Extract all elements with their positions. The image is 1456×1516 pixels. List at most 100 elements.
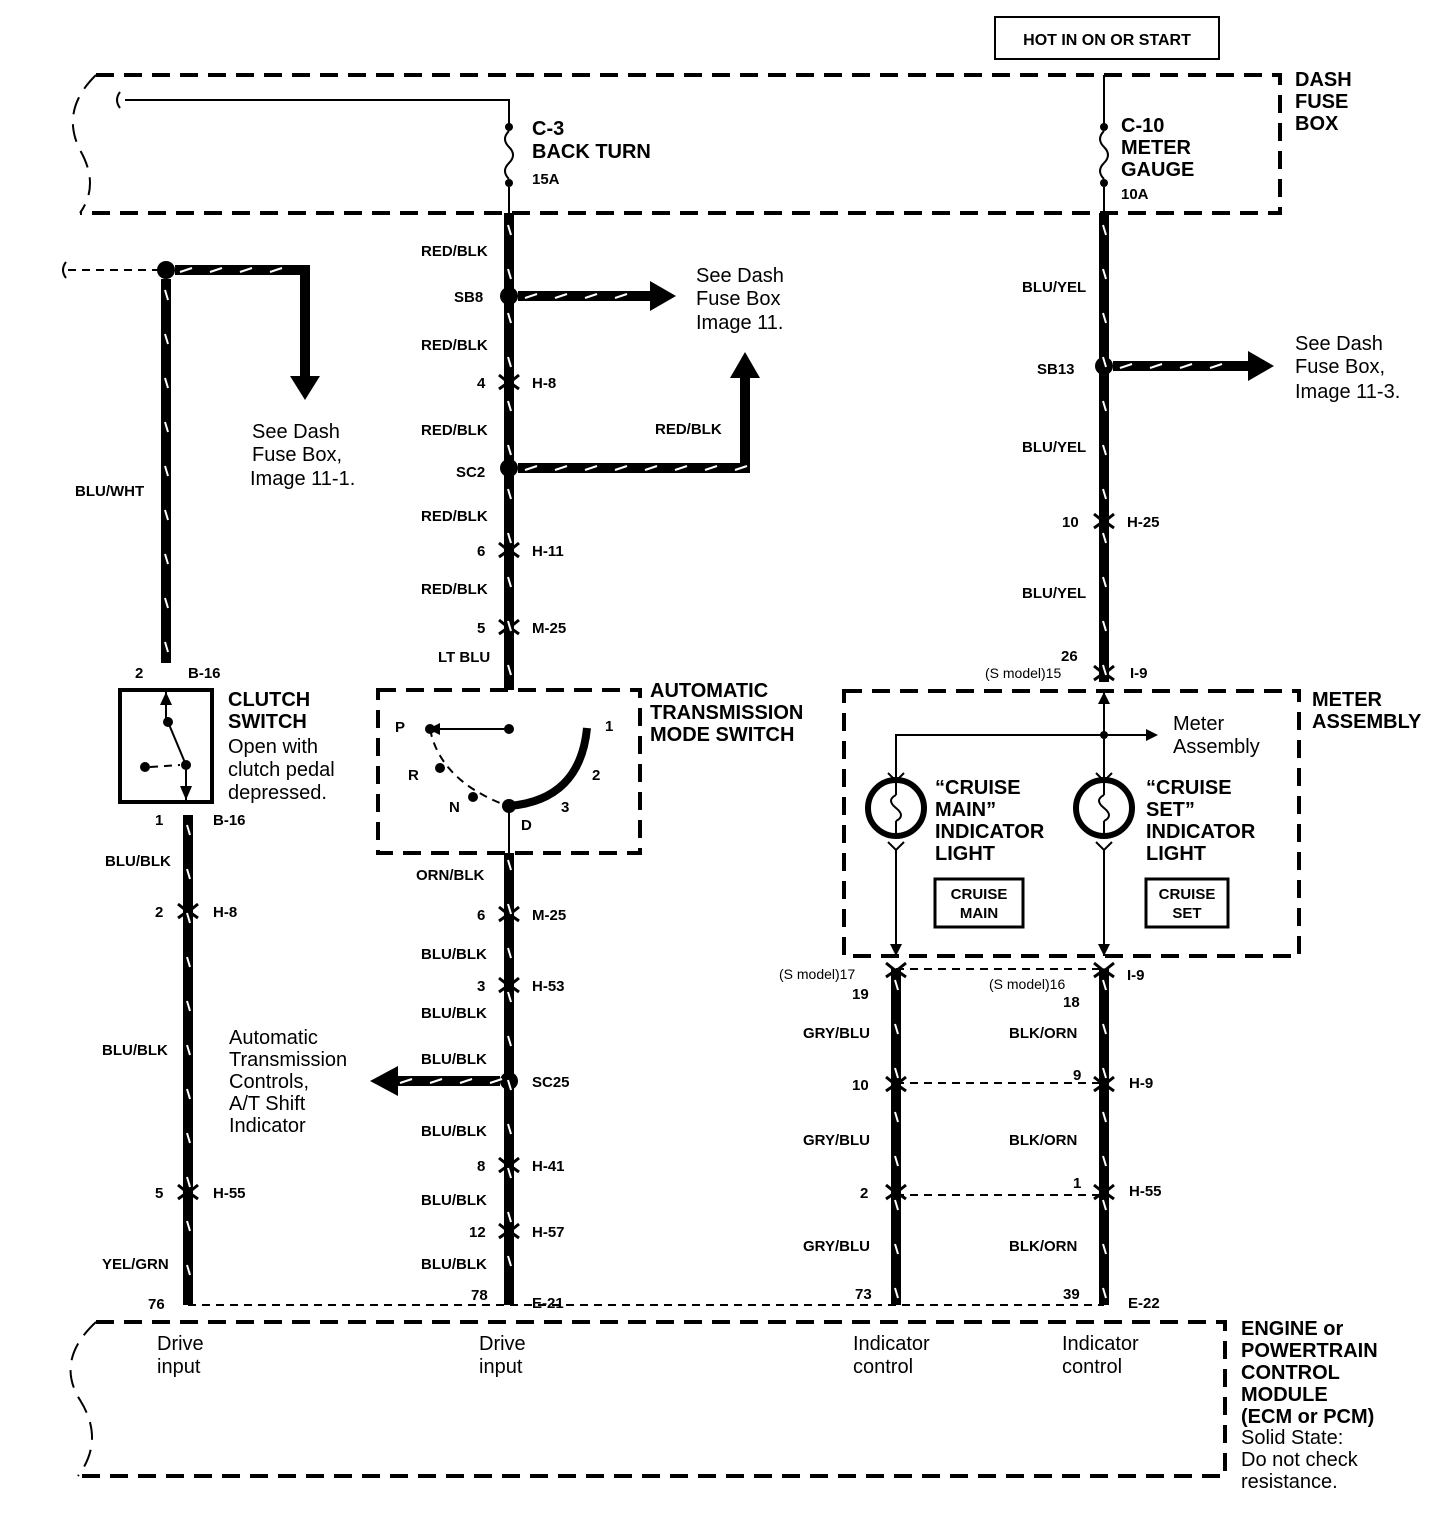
wire-stripe xyxy=(186,1220,191,1232)
wire-stripe xyxy=(894,1067,899,1079)
svg-text:MODULE: MODULE xyxy=(1241,1384,1328,1406)
cruise-set-label: “CRUISE SET” INDICATOR LIGHT xyxy=(1146,777,1256,865)
label-blu-blk-sc25: BLU/BLK xyxy=(421,1051,487,1068)
svg-text:Meter: Meter xyxy=(1173,713,1224,735)
wire-stripe xyxy=(507,991,512,1003)
left-branch-arrow xyxy=(290,376,320,400)
svg-text:Transmission: Transmission xyxy=(229,1049,347,1071)
label-sc25: SC25 xyxy=(532,1074,570,1091)
label-gry-blu-3: GRY/BLU xyxy=(803,1238,870,1255)
ecm-indicator-control-left: Indicator control xyxy=(853,1333,930,1378)
clutch-switch-label: CLUTCH SWITCH Open with clutch pedal dep… xyxy=(228,689,335,804)
meter-assembly-label: METER ASSEMBLY xyxy=(1312,689,1422,733)
svg-text:control: control xyxy=(1062,1356,1122,1378)
svg-text:Assembly: Assembly xyxy=(1173,736,1260,758)
wire-stripe xyxy=(507,664,512,676)
svg-text:BOX: BOX xyxy=(1295,113,1339,135)
svg-text:See Dash: See Dash xyxy=(696,265,784,287)
cruise-main-label: “CRUISE MAIN” INDICATOR LIGHT xyxy=(935,777,1045,865)
label-sb8: SB8 xyxy=(454,289,483,306)
wire-stripe xyxy=(524,465,538,471)
pin-h53-3: 3 xyxy=(477,978,485,995)
wire-stripe xyxy=(1102,268,1107,280)
svg-text:MODE SWITCH: MODE SWITCH xyxy=(650,724,794,746)
svg-text:Indicator: Indicator xyxy=(853,1333,930,1355)
atm-switch-box xyxy=(376,688,642,855)
svg-text:METER: METER xyxy=(1312,689,1383,711)
connector-chevron xyxy=(498,373,520,391)
label-red-blk-2: RED/BLK xyxy=(421,337,488,354)
wire-stripe xyxy=(1102,1243,1107,1255)
wire-stripe xyxy=(507,947,512,959)
see-right-ref: See Dash Fuse Box, Image 11-3. xyxy=(1295,333,1400,403)
pin-h55-5: 5 xyxy=(155,1185,163,1202)
wire-stripe xyxy=(894,1199,899,1211)
dash-fuse-box-break xyxy=(71,74,97,214)
label-red-blk-3: RED/BLK xyxy=(421,422,488,439)
conn-e21: E-21 xyxy=(532,1295,564,1312)
pin-h9-9: 9 xyxy=(1073,1067,1081,1084)
connector-chevron xyxy=(498,1222,520,1240)
svg-text:1: 1 xyxy=(605,718,613,735)
wire-stripe xyxy=(186,1044,191,1056)
wire-stripe xyxy=(1102,488,1107,500)
fuse-c10-line1: METER xyxy=(1121,137,1192,159)
meter-assembly-ref: Meter Assembly xyxy=(1173,713,1260,758)
svg-text:N: N xyxy=(449,799,460,816)
conn-h11: H-11 xyxy=(532,543,564,560)
wire-stripe xyxy=(507,1123,512,1135)
left-branch-wire xyxy=(175,265,310,378)
pin-76: 76 xyxy=(148,1296,165,1313)
dash-fuse-box-outline xyxy=(80,73,1282,215)
pin-h55-2: 2 xyxy=(860,1185,868,1202)
ecm-drive-input-mid: Drive input xyxy=(479,1333,526,1378)
connector-chevron xyxy=(498,1156,520,1174)
svg-text:Image 11.: Image 11. xyxy=(696,312,783,334)
atm-switch-label: AUTOMATIC TRANSMISSION MODE SWITCH xyxy=(650,680,803,746)
connector-chevron xyxy=(1093,1075,1115,1093)
fuse-c3-rating: 15A xyxy=(532,171,560,188)
conn-h41: H-41 xyxy=(532,1158,565,1175)
label-blu-yel-2: BLU/YEL xyxy=(1022,439,1086,456)
wire-stripe xyxy=(524,293,538,299)
atm-switch-positions: P R N D 1 2 3 xyxy=(395,718,613,834)
pin-73: 73 xyxy=(855,1286,872,1303)
connector-chevron xyxy=(177,1183,199,1201)
svg-text:SWITCH: SWITCH xyxy=(228,711,307,733)
wire-stripe xyxy=(584,293,598,299)
atc-ref: Automatic Transmission Controls, A/T Shi… xyxy=(229,1027,347,1137)
connector-chevron xyxy=(498,541,520,559)
svg-text:CONTROL: CONTROL xyxy=(1241,1362,1340,1384)
wire-stripe xyxy=(507,1079,512,1091)
conn-b16-bottom: B-16 xyxy=(213,812,246,829)
pin-h41-8: 8 xyxy=(477,1158,485,1175)
cruise-main-badge-line1: CRUISE xyxy=(951,886,1008,903)
label-blu-blk-m5: BLU/BLK xyxy=(421,1256,487,1273)
see-mid-ref: See Dash Fuse Box Image 11. xyxy=(696,265,784,334)
connector-chevron xyxy=(885,1075,907,1093)
wire-stripe xyxy=(614,293,628,299)
cruise-set-badge-line2: SET xyxy=(1172,905,1201,922)
svg-text:FUSE: FUSE xyxy=(1295,91,1348,113)
label-sc2: SC2 xyxy=(456,464,485,481)
splice-sb8 xyxy=(500,287,518,305)
wire-stripe xyxy=(894,1023,899,1035)
pin-h55-1: 1 xyxy=(1073,1175,1081,1192)
svg-text:“CRUISE: “CRUISE xyxy=(935,777,1021,799)
svg-text:INDICATOR: INDICATOR xyxy=(935,821,1045,843)
svg-text:Fuse Box,: Fuse Box, xyxy=(252,444,342,466)
pin-h57-12: 12 xyxy=(469,1224,486,1241)
svg-text:Image 11-3.: Image 11-3. xyxy=(1295,381,1400,403)
svg-text:LIGHT: LIGHT xyxy=(935,843,995,865)
wire-stripe xyxy=(186,1088,191,1100)
fuse-feed-wire xyxy=(125,99,510,125)
wire-stripe xyxy=(1102,1199,1107,1211)
svg-text:See Dash: See Dash xyxy=(252,421,340,443)
fuse-c3-id: C-3 xyxy=(532,118,564,140)
wire-stripe xyxy=(507,1211,512,1223)
ecm-box-outline xyxy=(78,1320,1227,1478)
conn-b16-top: B-16 xyxy=(188,665,221,682)
meter-ref-arrow xyxy=(1146,729,1158,741)
conn-h8-mid: H-8 xyxy=(532,375,556,392)
conn-h55-left: H-55 xyxy=(213,1185,246,1202)
